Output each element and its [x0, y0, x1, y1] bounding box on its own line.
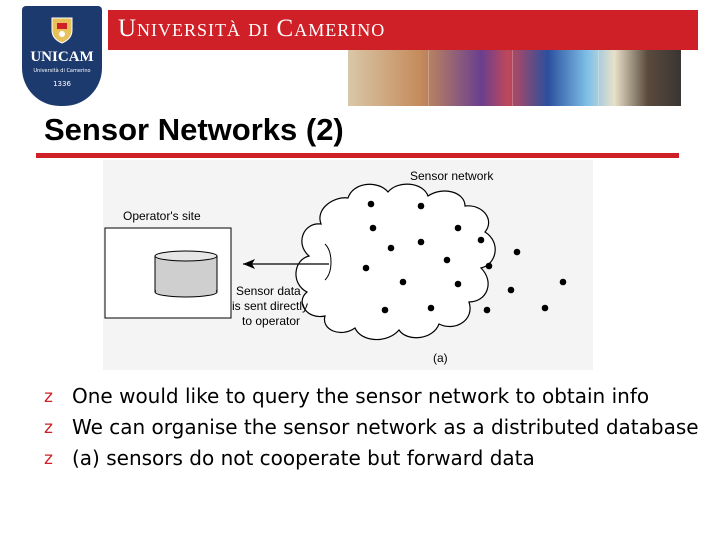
unicam-logo: UNICAM Università di Camerino 1336 [22, 6, 102, 106]
logo-year: 1336 [53, 80, 71, 88]
photo-light [512, 50, 599, 106]
bullet-text: We can organise the sensor network as a … [72, 415, 699, 439]
photo-students [348, 50, 429, 106]
sensor-data-label-line1: Sensor data [236, 284, 301, 298]
bullet-marker: z [44, 387, 53, 407]
sensor-data-label-line2: is sent directly [232, 299, 308, 313]
bullet-item: z (a) sensors do not cooperate but forwa… [44, 446, 704, 471]
banner-title: Università di Camerino [118, 15, 386, 42]
operator-site-label: Operator's site [123, 209, 201, 223]
bullet-text: One would like to query the sensor netwo… [72, 384, 650, 408]
bullet-marker: z [44, 418, 53, 438]
database-icon [154, 250, 218, 298]
header-photo-strip [348, 50, 681, 106]
diagram-caption: (a) [433, 351, 448, 365]
crest-icon [51, 17, 73, 44]
photo-laptop [598, 50, 681, 106]
logo-name: UNICAM [30, 49, 94, 65]
bullet-item: z One would like to query the sensor net… [44, 384, 704, 409]
photo-lab [428, 50, 513, 106]
logo-subtitle: Università di Camerino [33, 68, 91, 74]
sensor-network-label: Sensor network [410, 169, 494, 183]
bullet-text: (a) sensors do not cooperate but forward… [72, 446, 535, 470]
slide-title: Sensor Networks (2) [44, 112, 344, 147]
bullet-marker: z [44, 449, 53, 469]
sensor-network-cloud [295, 183, 496, 341]
data-flow-arrow [243, 243, 332, 281]
sensor-data-label-line3: to operator [242, 314, 300, 328]
bullet-list: z One would like to query the sensor net… [44, 384, 704, 477]
bullet-item: z We can organise the sensor network as … [44, 415, 704, 440]
sensor-network-diagram: Operator's site Sensor network Se [103, 160, 593, 370]
title-divider [36, 153, 679, 158]
sensor-nodes [362, 200, 567, 314]
university-banner: Università di Camerino [108, 10, 698, 50]
